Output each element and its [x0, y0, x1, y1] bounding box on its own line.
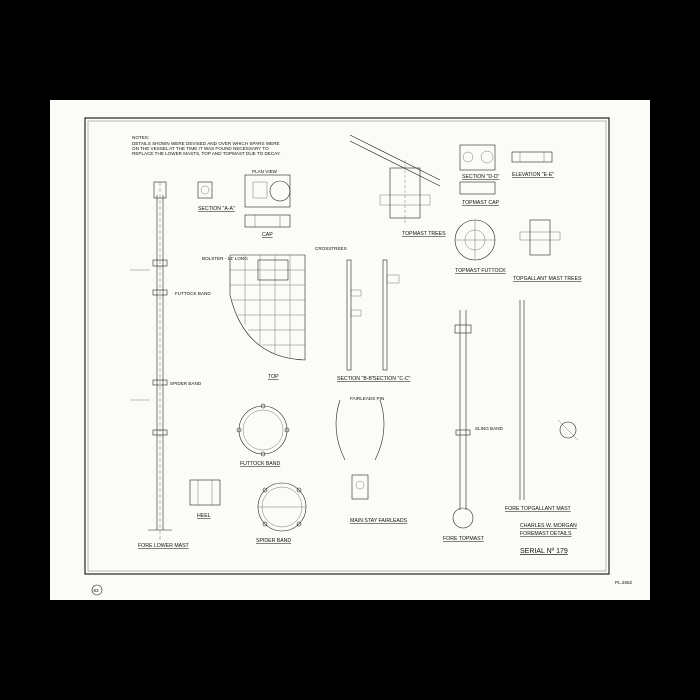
notes-line: ON THE VESSEL AT THE TIME IT WAS FOUND N… — [132, 146, 269, 151]
sheet-number: 63 — [94, 588, 100, 593]
view-title-topmast-futtock: TOPMAST FUTTOCK — [455, 268, 506, 274]
fore-topmast-drawing — [452, 310, 474, 529]
callout-label: BOLSTER - 14' LONG — [202, 256, 248, 261]
view-title-topmast-trees: TOPMAST TREES — [402, 231, 446, 237]
view-title-fore-lower-mast: FORE LOWER MAST — [138, 543, 190, 549]
plate-number: PL.2652 — [615, 580, 633, 585]
view-title-topmast-cap: TOPMAST CAP — [462, 200, 500, 206]
view-title-section-bb: SECTION "B-B" — [337, 376, 374, 382]
top-drawing — [229, 254, 306, 361]
view-title-fore-topmast: FORE TOPMAST — [443, 536, 485, 542]
view-title-topgallant-mast-trees: TOPGALLANT MAST TREES — [513, 276, 582, 282]
view-title-cap: CAP — [262, 232, 273, 238]
futtock-band-drawing — [236, 403, 290, 457]
callout-label: FUTTOCK BAND — [175, 291, 211, 296]
section-cc-drawing — [382, 259, 400, 371]
view-title-elevation-ee: ELEVATION "E-E" — [512, 172, 554, 178]
fore-topgallant-mast-drawing — [519, 300, 579, 500]
drawing-canvas: NOTES: DETAILS SHOWN WERE DEVISED AND OV… — [84, 117, 633, 596]
notes-line: DETAILS SHOWN WERE DEVISED AND OVER WHIC… — [132, 141, 280, 146]
heel-drawing — [189, 479, 221, 506]
section-bb-drawing — [346, 259, 362, 371]
view-title-section-aa: SECTION "A-A" — [198, 206, 235, 212]
sheet-number-circle — [91, 584, 103, 596]
view-title-fore-topgallant-mast: FORE TOPGALLANT MAST — [505, 506, 572, 512]
cap-plan-drawing — [244, 174, 291, 228]
notes-line: REPLACE THE LOWER MASTS, TOP AND TOPMAST… — [132, 151, 281, 156]
title-block: CHARLES W. MORGAN FOREMAST DETAILS SERIA… — [520, 523, 577, 555]
topgallant-mast-trees-drawing — [519, 219, 561, 256]
view-title-futtock-band: FUTTOCK BAND — [240, 461, 281, 467]
title-serial: SERIAL Nº 179 — [520, 548, 568, 555]
topmast-cap-drawing — [459, 144, 496, 195]
drawing-border — [84, 117, 610, 575]
notes-heading: NOTES: — [132, 135, 149, 140]
view-title-heel: HEEL — [197, 513, 211, 519]
callout-label: CROSSTREES — [315, 246, 347, 251]
title-vessel-name: CHARLES W. MORGAN — [520, 523, 577, 529]
elevation-ee-drawing — [511, 151, 553, 163]
callout-label: SLING BAND — [475, 426, 504, 431]
topmast-futtock-drawing — [454, 219, 496, 261]
main-stay-fairleads-drawing — [335, 399, 385, 500]
view-title-spider-band: SPIDER BAND — [256, 538, 291, 544]
view-title-main-stay-fairleads: MAIN STAY FAIRLEADS — [350, 518, 408, 524]
view-title-section-cc: SECTION "C-C" — [373, 376, 411, 382]
view-title-top: TOP — [268, 374, 279, 380]
title-drawing-name: FOREMAST DETAILS — [520, 531, 572, 537]
view-title-section-dd: SECTION "D-D" — [462, 174, 500, 180]
section-aa-drawing — [197, 181, 213, 199]
view-title-plan-view: PLAN VIEW — [252, 169, 278, 174]
spider-band-drawing — [257, 482, 307, 532]
topmast-trees-drawing — [349, 134, 441, 225]
fore-lower-mast-drawing — [130, 181, 172, 540]
callout-label: SPIDER BAND — [170, 381, 202, 386]
drawing-inner-border — [87, 120, 607, 572]
callout-label: FAIRLEADS PIN — [350, 396, 384, 401]
drawing-sheet: NOTES: DETAILS SHOWN WERE DEVISED AND OV… — [50, 100, 650, 600]
